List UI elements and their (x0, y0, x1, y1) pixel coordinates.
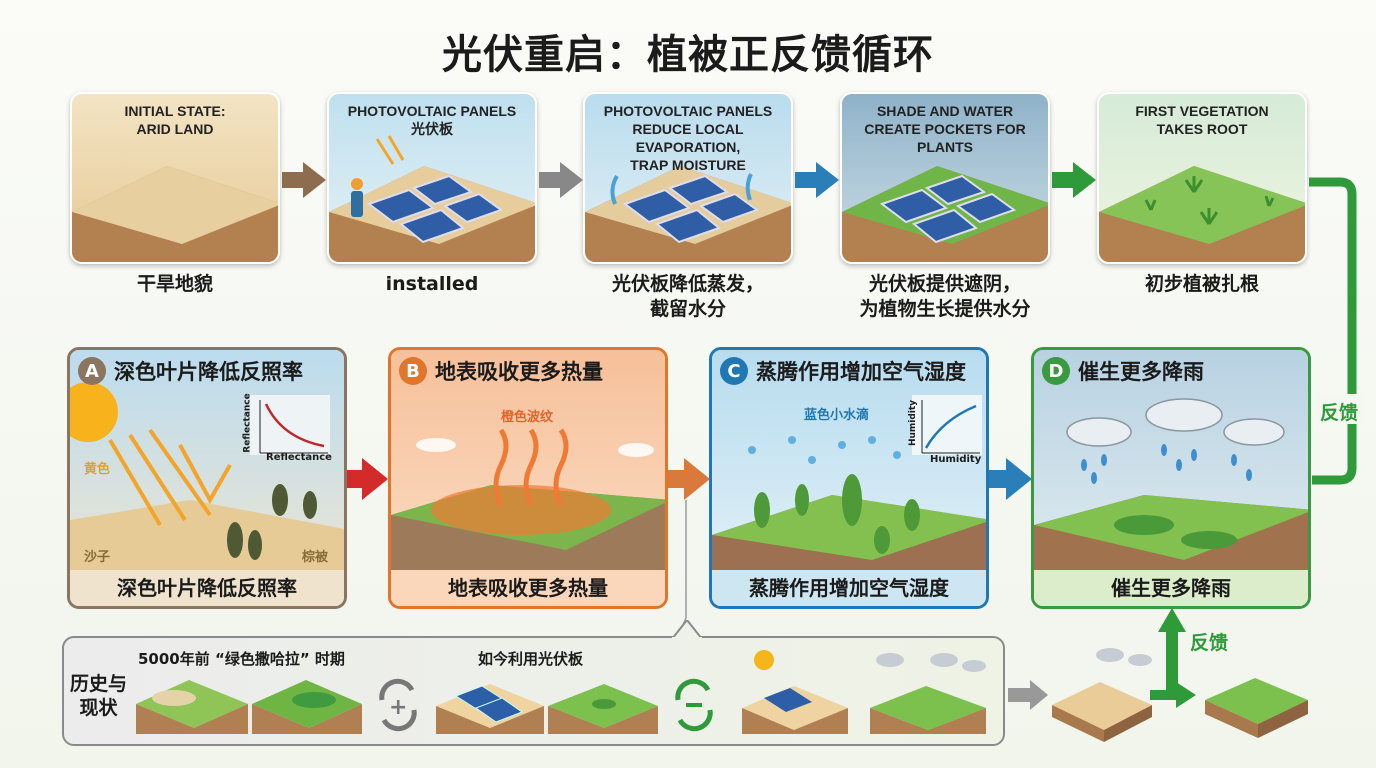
feedback-loop-line (1309, 177, 1357, 485)
step-header: PHOTOVOLTAIC PANELS (603, 103, 773, 119)
yellow-label: 黄色 (84, 462, 111, 477)
svg-text:+: + (389, 695, 407, 720)
history-label: 现状 (79, 697, 118, 719)
green-tile-illustration (1205, 678, 1308, 738)
step-caption-line: 干旱地貌 (136, 273, 213, 295)
step-header: PLANTS (917, 139, 973, 155)
solar-panels-illustration (622, 174, 760, 244)
water-droplets (748, 436, 901, 464)
arrow-icon (795, 162, 839, 198)
raindrops (1081, 444, 1252, 484)
panel-c: C 蒸腾作用增加空气湿度 蓝色小水滴 Humidity Humidity 蒸腾作用… (709, 347, 989, 609)
panel-badge: A (78, 357, 106, 385)
sunlight-arrows (108, 428, 232, 527)
panel-title: 深色叶片降低反照率 (114, 360, 303, 384)
panel-title: 地表吸收更多热量 (435, 360, 603, 384)
panel-badge: B (399, 357, 427, 385)
feedback-label: 反馈 (1320, 402, 1359, 424)
feedback-label-2: 反馈 (1190, 632, 1229, 654)
step-card: FIRST VEGETATION TAKES ROOT (1097, 92, 1307, 264)
arrow-icon (986, 458, 1032, 500)
panel-footer: 催生更多降雨 (1034, 570, 1308, 606)
green-sahara-tile-2 (252, 680, 362, 734)
step-caption-line: 为植物生长提供水分 (859, 298, 1031, 320)
step-header: SHADE AND WATER (876, 103, 1014, 119)
chart-x-label: Humidity (930, 454, 982, 465)
history-label: 历史与 (70, 673, 128, 695)
grass-icon (1144, 176, 1275, 225)
page-title: 光伏重启：植被正反馈循环 (442, 32, 934, 78)
sand-label: 沙子 (84, 550, 111, 565)
step-caption: 初步植被扎根 (1072, 272, 1332, 297)
green-sahara-tile-1 (136, 680, 248, 734)
arrow-icon (539, 162, 583, 198)
sun-pv-tile (742, 650, 848, 734)
chart-y-label: Humidity (908, 399, 919, 447)
chart-x-label: Reflectance (266, 452, 332, 463)
step-caption-line: 光伏板降低蒸发， (611, 273, 764, 295)
panel-footer: 地表吸收更多热量 (391, 570, 665, 606)
panel-footer: 深色叶片降低反照率 (70, 570, 344, 606)
panel-badge: D (1042, 357, 1070, 385)
positive-cycle-icon: + (379, 678, 417, 732)
step-card: PHOTOVOLTAIC PANELS REDUCE LOCAL EVAPORAT… (583, 92, 793, 264)
step-header: INITIAL STATE: (124, 103, 226, 119)
solar-panels-illustration (879, 174, 1017, 244)
panel-footer: 蒸腾作用增加空气湿度 (712, 570, 986, 606)
sun-icon (70, 382, 118, 442)
history-box: 历史与 现状 5000年前 “绿色撒哈拉” 时期 如今利用光伏板 + (62, 620, 1005, 746)
arrow-icon (1008, 680, 1048, 710)
past-label: 5000年前 “绿色撒哈拉” 时期 (138, 650, 345, 668)
step-card: INITIAL STATE: ARID LAND (70, 92, 280, 264)
heat-wave-arrows (493, 428, 569, 507)
step-caption: 光伏板降低蒸发， 截留水分 (558, 272, 818, 322)
step-caption: installed (302, 272, 562, 297)
waves-label: 橙色波纹 (501, 410, 554, 425)
humidity-chart (912, 395, 982, 455)
step-caption-line: 光伏板提供遮阴， (868, 273, 1021, 295)
arid-tile-illustration (1052, 648, 1152, 742)
step-header: FIRST VEGETATION (1135, 103, 1269, 119)
dark-leaf-plants (227, 484, 317, 560)
panel-title: 蒸腾作用增加空气湿度 (756, 360, 966, 384)
step-caption-line: 初步植被扎根 (1144, 273, 1259, 295)
rain-vegetated-tile (870, 653, 986, 734)
plants (754, 474, 920, 554)
solar-panels-illustration (366, 174, 504, 244)
pv-tile (436, 684, 544, 734)
step-card: PHOTOVOLTAIC PANELS 光伏板 (327, 92, 537, 264)
arrow-icon (1052, 162, 1096, 198)
panel-a: A 深色叶片降低反照率 黄色 沙子 棕被 Reflectance Reflecta… (67, 347, 347, 609)
negative-cycle-icon (675, 678, 713, 732)
step-header: REDUCE LOCAL EVAPORATION, (632, 121, 744, 155)
panel-d: D 催生更多降雨 催生更多降雨 (1031, 347, 1311, 609)
worker-figure (351, 135, 405, 217)
reflectance-chart (250, 395, 330, 455)
step-card: SHADE AND WATER CREATE POCKETS FOR PLANTS (840, 92, 1050, 264)
chart-y-label: Reflectance (242, 393, 253, 453)
vegetation-label: 棕被 (302, 550, 329, 565)
step-header: CREATE POCKETS FOR (864, 121, 1026, 137)
step-caption-line: installed (385, 273, 479, 295)
feedback-up-arrow (1150, 608, 1196, 708)
step-caption: 光伏板提供遮阴， 为植物生长提供水分 (815, 272, 1075, 322)
now-label: 如今利用光伏板 (478, 650, 584, 668)
panel-b: B 地表吸收更多热量 橙色波纹 地表吸收更多热量 (388, 347, 668, 609)
droplets-label: 蓝色小水滴 (804, 408, 870, 423)
step-caption: 干旱地貌 (45, 272, 305, 297)
step-header: TAKES ROOT (1156, 121, 1248, 137)
step-caption-line: 截留水分 (649, 298, 726, 320)
rain-clouds (1066, 398, 1285, 447)
step-header: TRAP MOISTURE (630, 157, 746, 173)
panel-badge: C (720, 357, 748, 385)
step-header: PHOTOVOLTAIC PANELS (347, 103, 517, 119)
step-header: ARID LAND (136, 121, 214, 137)
arrow-icon (342, 458, 388, 500)
arrow-icon (282, 162, 326, 198)
step-header: 光伏板 (411, 121, 453, 137)
panel-title: 催生更多降雨 (1078, 360, 1204, 384)
arrow-icon (664, 458, 710, 500)
vegetated-tile (548, 684, 658, 734)
